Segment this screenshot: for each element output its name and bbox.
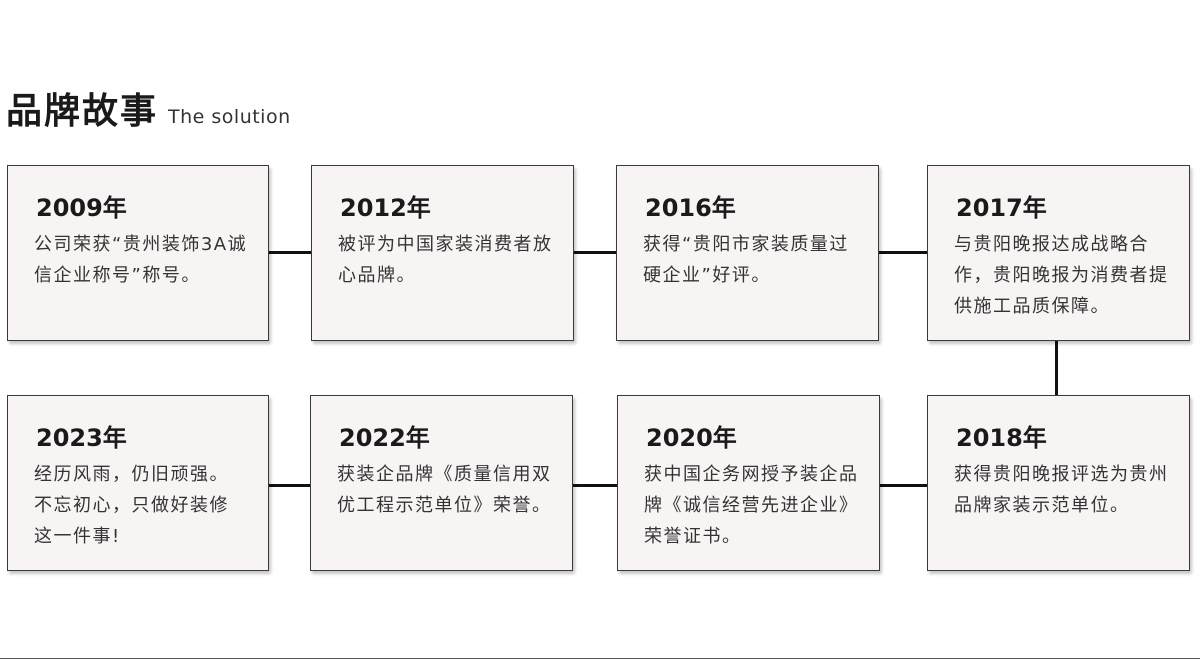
milestone-card-2020: 2020年 获中国企务网授予装企品牌《诚信经营先进企业》荣誉证书。 [617,395,880,571]
milestone-card-2023: 2023年 经历风雨，仍旧顽强。不忘初心，只做好装修这一件事! [7,395,269,571]
milestone-year: 2017年 [956,194,1047,222]
connector-2018-2020 [879,484,928,487]
milestone-card-2012: 2012年 被评为中国家装消费者放心品牌。 [311,165,574,341]
section-header: 品牌故事 The solution [6,82,291,134]
milestone-year: 2018年 [956,424,1047,452]
milestone-card-2022: 2022年 获装企品牌《质量信用双优工程示范单位》荣誉。 [310,395,573,571]
milestone-description: 获得“贵阳市家装质量过硬企业”好评。 [643,234,849,286]
bottom-divider [0,658,1200,659]
milestone-year: 2016年 [645,194,736,222]
milestone-description: 获得贵阳晚报评选为贵州品牌家装示范单位。 [954,464,1169,516]
milestone-card-2018: 2018年 获得贵阳晚报评选为贵州品牌家装示范单位。 [927,395,1190,571]
connector-2017-2018 [1055,340,1058,396]
milestone-year: 2023年 [36,424,127,452]
milestone-card-2016: 2016年 获得“贵阳市家装质量过硬企业”好评。 [616,165,879,341]
page-title: 品牌故事 [6,91,159,132]
connector-2022-2023 [268,484,311,487]
milestone-description: 与贵阳晚报达成战略合作，贵阳晚报为消费者提供施工品质保障。 [954,234,1169,317]
milestone-description: 获中国企务网授予装企品牌《诚信经营先进企业》荣誉证书。 [644,464,859,547]
milestone-card-2009: 2009年 公司荣获“贵州装饰3A诚信企业称号”称号。 [7,165,269,341]
milestone-year: 2009年 [36,194,127,222]
milestone-year: 2022年 [339,424,430,452]
connector-2016-2017 [878,251,928,254]
page-subtitle: The solution [168,106,291,128]
milestone-year: 2012年 [340,194,431,222]
milestone-description: 公司荣获“贵州装饰3A诚信企业称号”称号。 [34,234,248,286]
milestone-description: 获装企品牌《质量信用双优工程示范单位》荣誉。 [337,464,552,516]
connector-2009-2012 [268,251,312,254]
milestone-year: 2020年 [646,424,737,452]
connector-2020-2022 [572,484,618,487]
milestone-description: 被评为中国家装消费者放心品牌。 [338,234,553,286]
milestone-description: 经历风雨，仍旧顽强。不忘初心，只做好装修这一件事! [34,464,229,547]
connector-2012-2016 [573,251,617,254]
milestone-card-2017: 2017年 与贵阳晚报达成战略合作，贵阳晚报为消费者提供施工品质保障。 [927,165,1190,341]
